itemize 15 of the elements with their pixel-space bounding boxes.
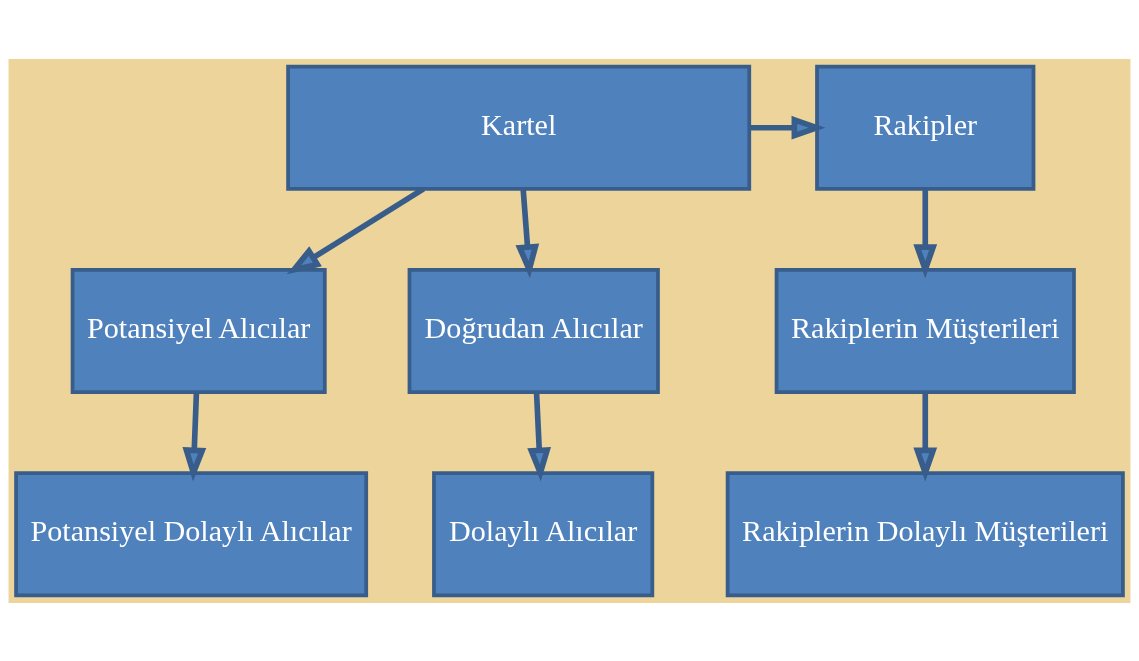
node-box: Doğrudan Alıcılar <box>407 267 660 394</box>
arrow <box>913 188 938 278</box>
arrow <box>527 391 552 481</box>
node-box: Rakiplerin Dolaylı Müşterileri <box>725 470 1125 597</box>
node-box: Potansiyel Alıcılar <box>70 267 327 394</box>
node-box: Dolaylı Alıcılar <box>432 470 655 597</box>
arrow <box>749 115 826 140</box>
node-box: Rakipler <box>815 64 1036 191</box>
arrow <box>286 186 425 274</box>
arrow <box>913 391 938 482</box>
node-box: Rakiplerin Müşterileri <box>774 267 1076 394</box>
node-box: Potansiyel Dolaylı Alıcılar <box>14 470 369 597</box>
node-box: Kartel <box>286 64 752 191</box>
arrow <box>515 188 540 278</box>
arrow <box>182 391 207 481</box>
